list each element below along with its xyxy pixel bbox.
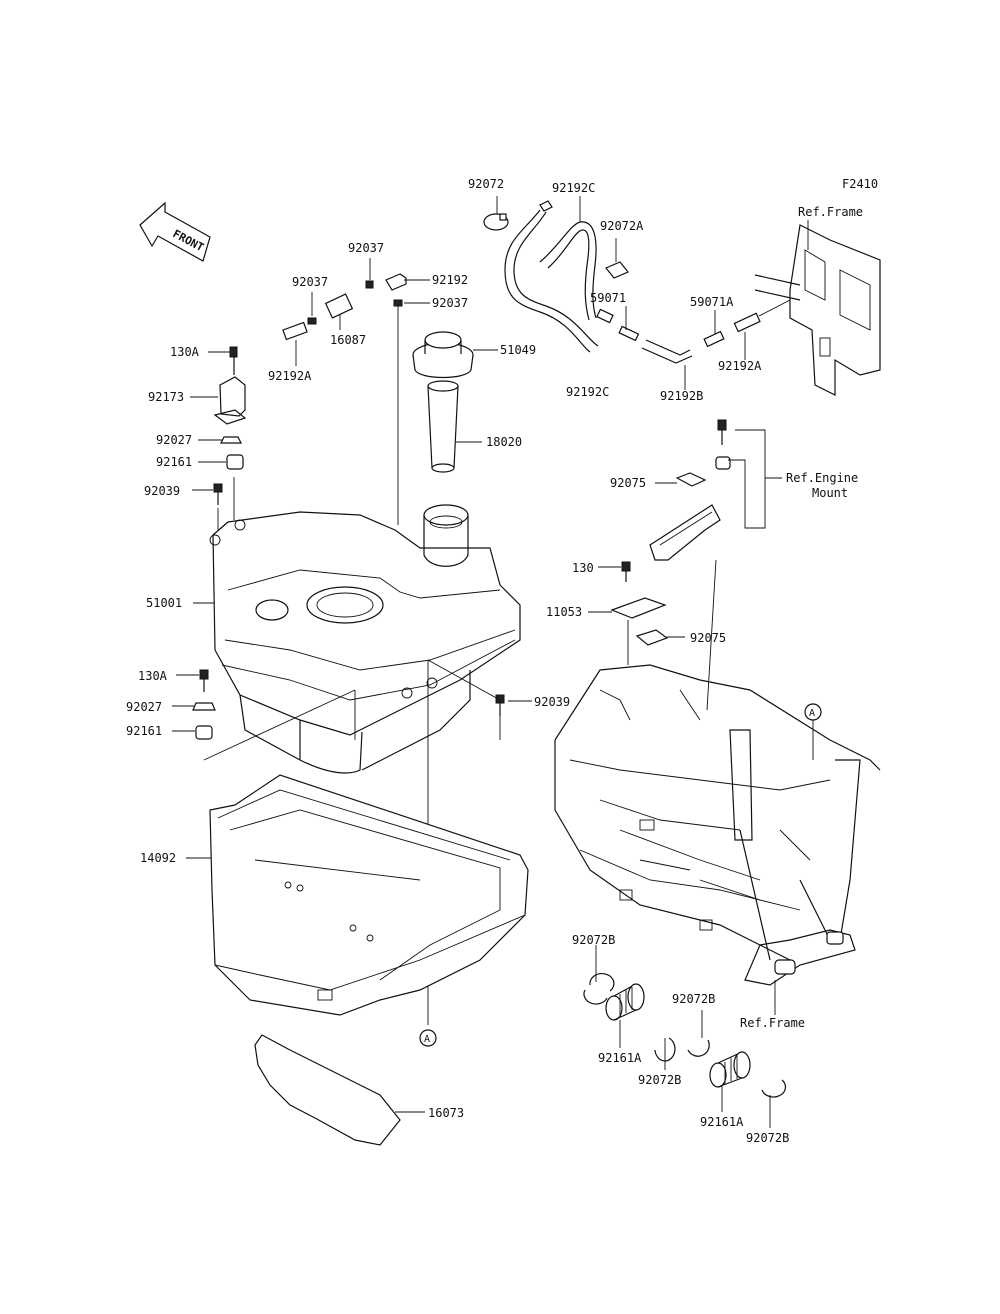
label-92192B: 92192B <box>660 389 703 403</box>
fuel-tank <box>193 504 521 774</box>
ref-marker-a-bottom: A <box>419 1029 437 1047</box>
engine-mount-group <box>588 419 782 711</box>
clamp-grommet-group <box>583 945 786 1128</box>
breather-hose-group <box>483 196 791 390</box>
ref-frame-bottom: Ref.Frame <box>740 1016 805 1030</box>
label-92072B-4: 92072B <box>746 1131 789 1145</box>
label-92027-top: 92027 <box>156 433 192 447</box>
label-92192C-bottom: 92192C <box>566 385 609 399</box>
label-18020: 18020 <box>486 435 522 449</box>
label-92072B-3: 92072B <box>638 1073 681 1087</box>
label-92161-mid: 92161 <box>126 724 162 738</box>
label-92161A-1: 92161A <box>598 1051 642 1065</box>
label-92192C-top: 92192C <box>552 181 595 195</box>
label-92075-top: 92075 <box>610 476 646 490</box>
label-92075-bottom: 92075 <box>690 631 726 645</box>
label-92072B-1: 92072B <box>572 933 615 947</box>
label-92192: 92192 <box>432 273 468 287</box>
label-92037-a: 92037 <box>348 241 384 255</box>
ref-marker-a-frame: A <box>804 703 822 760</box>
frame-structure <box>554 664 881 1015</box>
ref-engine-mount-2: Mount <box>812 486 848 500</box>
label-92192A-left: 92192A <box>268 369 312 383</box>
label-92161-top: 92161 <box>156 455 192 469</box>
label-92192A-right: 92192A <box>718 359 762 373</box>
label-51049: 51049 <box>500 343 536 357</box>
label-16087: 16087 <box>330 333 366 347</box>
label-92072B-2: 92072B <box>672 992 715 1006</box>
label-130A-mid: 130A <box>138 669 168 683</box>
figure-code: F2410 <box>842 177 878 191</box>
ref-frame-top: Ref.Frame <box>798 205 863 219</box>
label-59071: 59071 <box>590 291 626 305</box>
label-92072: 92072 <box>468 177 504 191</box>
ref-engine-mount-1: Ref.Engine <box>786 471 858 485</box>
label-92037-c: 92037 <box>432 296 468 310</box>
label-92039-left: 92039 <box>144 484 180 498</box>
fuel-cap <box>412 331 498 379</box>
frame-bracket-top <box>754 220 881 396</box>
fuel-tank-tray <box>186 774 529 1016</box>
front-arrow-icon: FRONT <box>139 201 211 262</box>
label-92161A-2: 92161A <box>700 1115 744 1129</box>
label-92027-mid: 92027 <box>126 700 162 714</box>
label-130: 130 <box>572 561 594 575</box>
grommet-2 <box>709 1051 751 1088</box>
svg-text:A: A <box>424 1034 430 1045</box>
label-14092: 14092 <box>140 851 176 865</box>
filler-tube <box>427 380 482 473</box>
svg-text:A: A <box>809 708 815 719</box>
label-11053: 11053 <box>546 605 582 619</box>
label-51001: 51001 <box>146 596 182 610</box>
label-92072A: 92072A <box>600 219 644 233</box>
part-labels: 92072 92192C 92072A 92037 92037 92192 92… <box>126 177 863 1145</box>
grommet-1 <box>605 983 645 1021</box>
label-130A-top: 130A <box>170 345 200 359</box>
label-16073: 16073 <box>428 1106 464 1120</box>
label-92173: 92173 <box>148 390 184 404</box>
left-fastener-column <box>190 346 247 530</box>
breather-valve-group <box>282 258 430 525</box>
label-92039-right: 92039 <box>534 695 570 709</box>
label-92037-b: 92037 <box>292 275 328 289</box>
label-59071A: 59071A <box>690 295 734 309</box>
tray-pad <box>254 1034 425 1146</box>
